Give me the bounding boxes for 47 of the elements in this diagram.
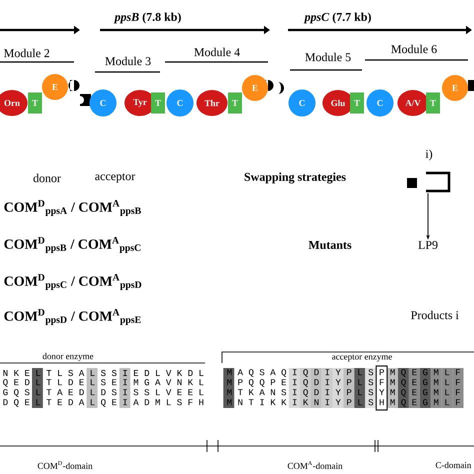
square-domain: T: [350, 92, 364, 114]
module-label: Module 6: [391, 44, 437, 54]
pair-label: COM$^{D}$$_{ppsA}$ / COM$^{A}$ppsB: [4, 200, 141, 216]
row-heading: Mutants: [308, 241, 352, 249]
sequence-row: Q E D L T L D E L S E I M G A V N K L: [3, 379, 204, 387]
gene-label: ppsB (7.8 kb): [114, 12, 181, 24]
module-label: Module 3: [105, 56, 151, 66]
circle-domain: C: [166, 90, 194, 116]
circle-domain: E: [42, 74, 68, 100]
alignment-heading: acceptor enzyme: [332, 354, 392, 362]
strategy-number: i): [426, 150, 432, 160]
circle-domain: E: [242, 75, 268, 101]
row-heading: Swapping strategies: [244, 172, 346, 184]
ellipse-domain: A/V: [398, 90, 428, 116]
sequence-row: G Q S L T A E D L D S I S S L V E E L: [3, 389, 204, 397]
sequence-row: D Q E L T E D A L Q E I A D M L S F H: [3, 399, 204, 407]
column-heading: acceptor: [95, 173, 136, 183]
module-label: Module 4: [194, 48, 240, 56]
circle-domain: E: [442, 75, 468, 101]
gene-label: ppsC (7.7 kb): [304, 12, 371, 24]
module-label: Module 2: [4, 48, 50, 58]
square-domain: T: [151, 92, 165, 114]
circle-domain: C: [288, 90, 316, 116]
circle-domain: C: [366, 90, 394, 116]
domain-label: C-domain: [436, 462, 472, 468]
sequence-row: M N T I K K I K N I Y P L S H M Q E G M L F: [227, 399, 460, 407]
domain-label: COM$^{D}$-domain: [38, 461, 92, 469]
domain-label: COM$^{A}$-domain: [288, 461, 342, 469]
ellipse-domain: Orn: [0, 90, 28, 116]
square-domain: T: [426, 92, 440, 114]
circle-domain: C: [90, 90, 116, 116]
square-domain: T: [28, 92, 42, 114]
row-heading: Products i: [411, 310, 459, 320]
pair-label: COM$^{D}$$_{ppsB}$ / COM$^{A}$ppsC: [4, 237, 140, 253]
sequence-row: M A Q S A Q I Q D I Y P L S P M Q E G M L F: [227, 369, 460, 377]
alignment-heading: donor enzyme: [42, 352, 94, 362]
mutant-name: LP9: [418, 240, 438, 249]
sequence-row: M T K A N S I Q D I Y P L S Y M Q E G M L F: [227, 389, 460, 397]
swap-icon: [407, 172, 450, 192]
square-domain: T: [228, 92, 242, 114]
pair-label: COM$^{D}$$_{ppsC}$ / COM$^{A}$ppsD: [4, 274, 142, 290]
sequence-row: N K E L T L S A L S S I E D L V K D L: [3, 370, 204, 376]
column-heading: donor: [34, 174, 61, 182]
module-label: Module 5: [305, 52, 351, 62]
pair-label: COM$^{D}$$_{ppsD}$ / COM$^{A}$ppsE: [4, 309, 141, 325]
sequence-row: M P Q Q P E I Q D I Y P L S F M Q E G M L F: [227, 379, 460, 387]
ellipse-domain: Thr: [196, 90, 228, 116]
